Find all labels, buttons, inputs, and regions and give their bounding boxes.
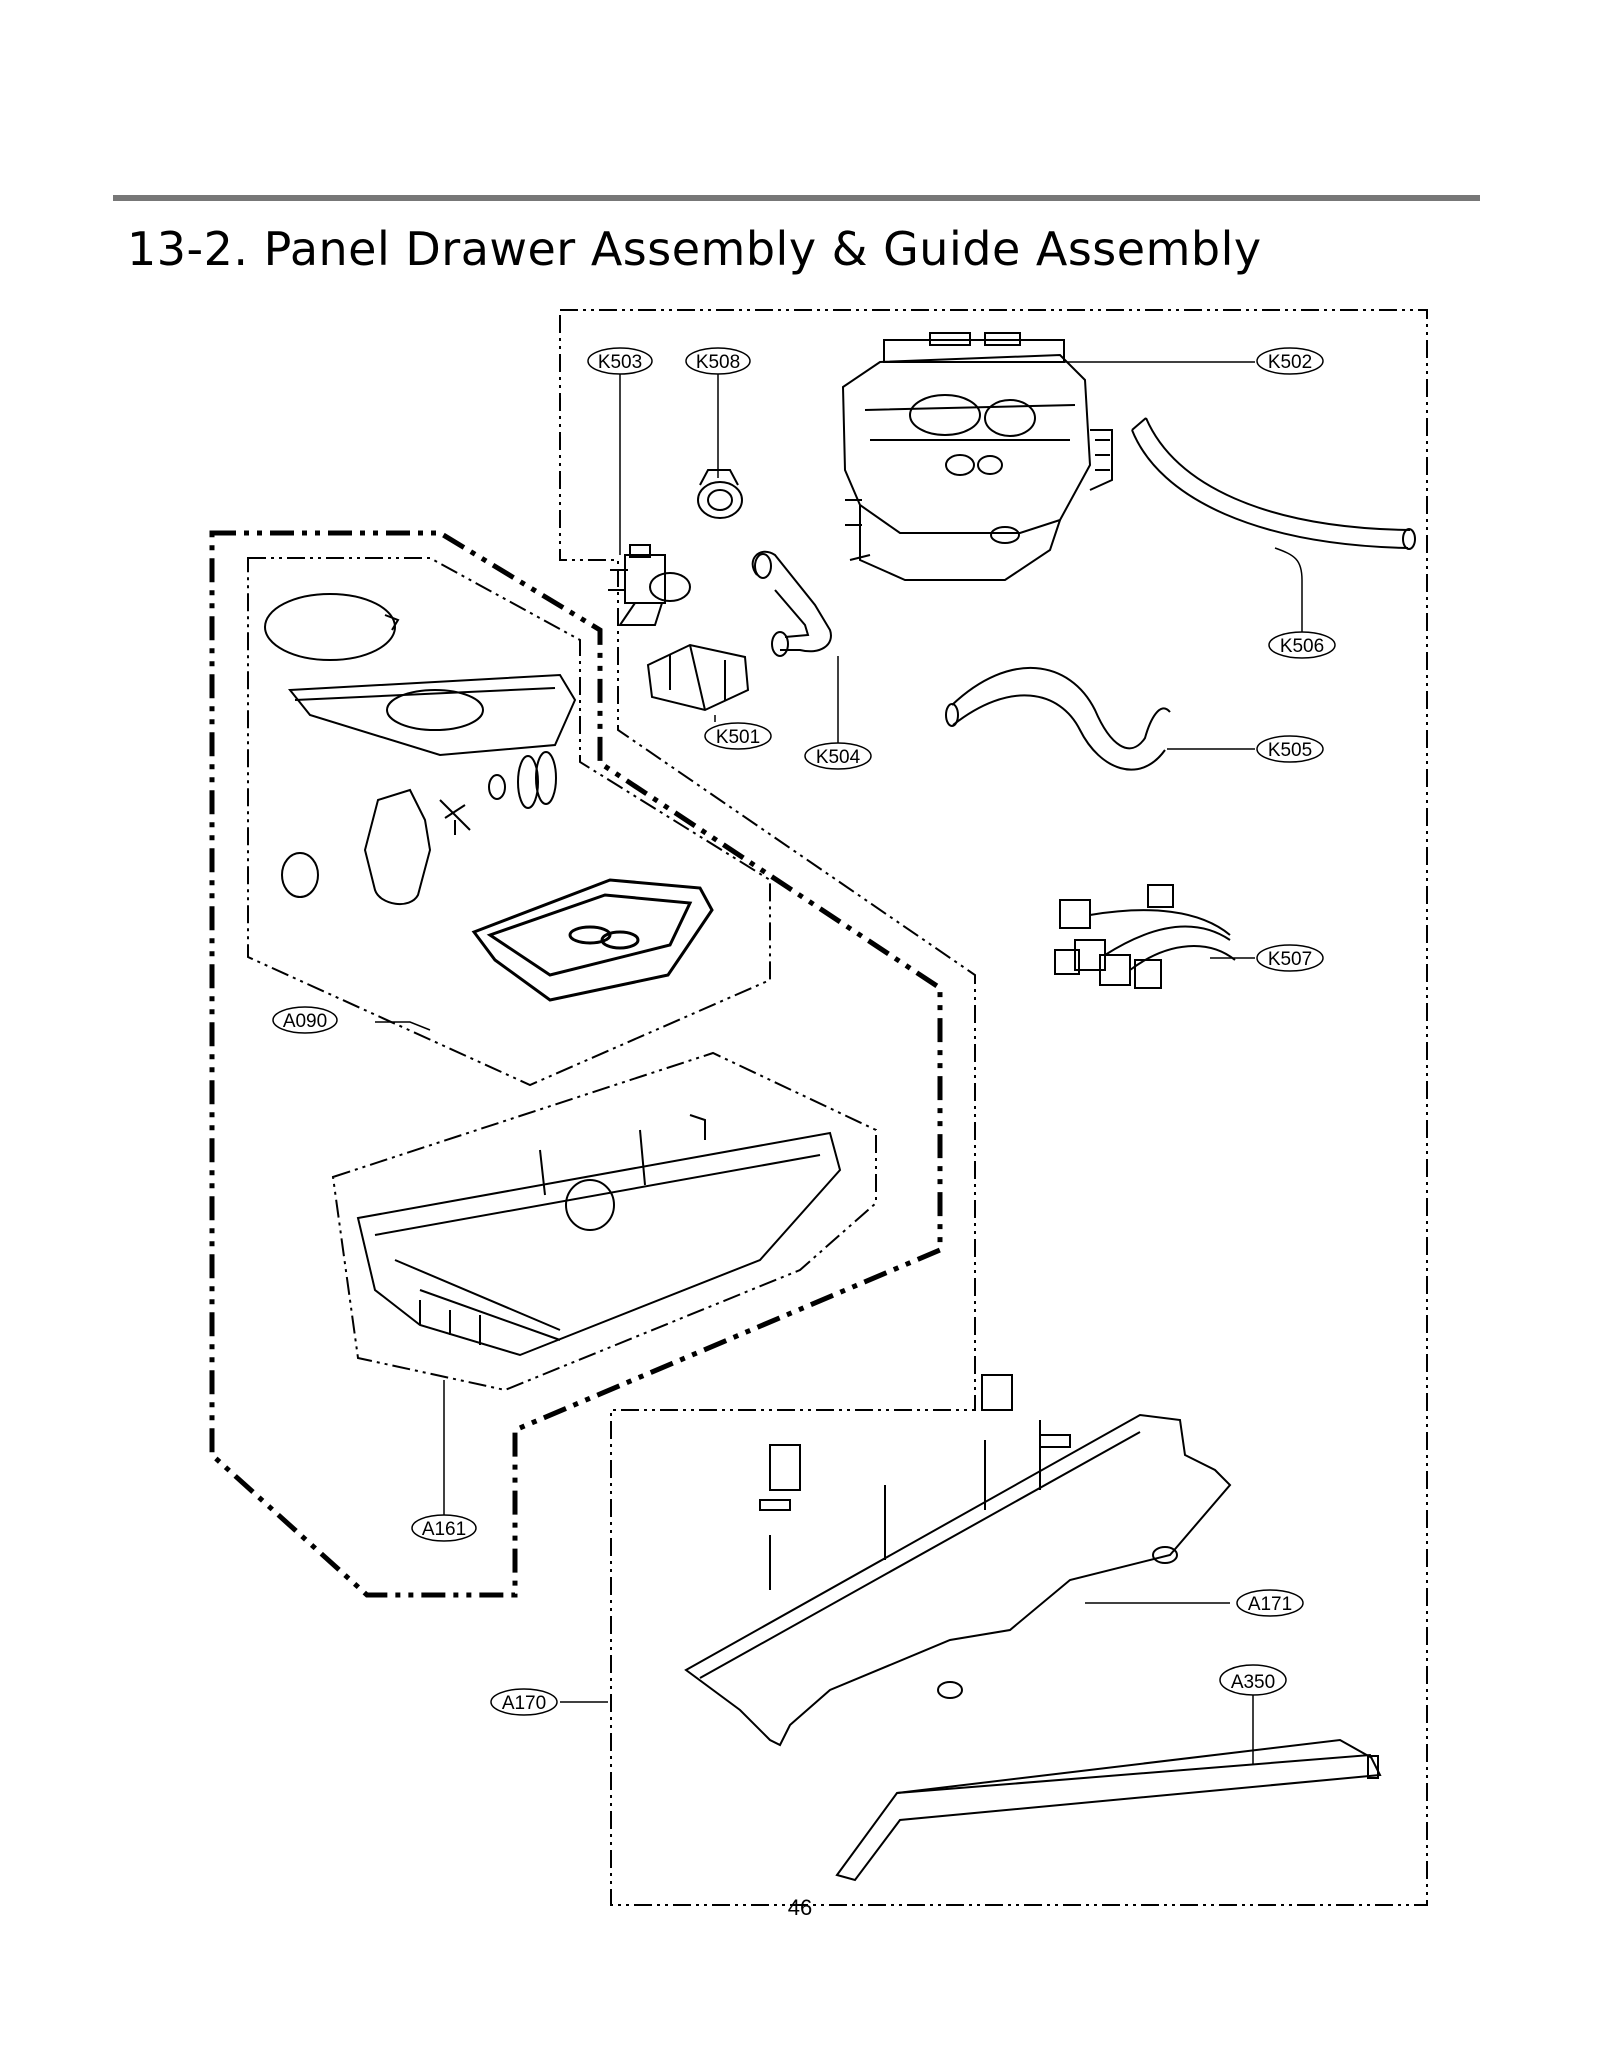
callout-k507: K507 [1256,944,1324,972]
svg-text:A161: A161 [422,1519,466,1540]
k507-wire-harness [1054,884,1236,989]
callout-k504: K504 [804,742,872,770]
svg-text:A350: A350 [1231,1672,1275,1693]
callout-k501: K501 [704,722,772,750]
svg-text:K508: K508 [696,352,740,373]
page-title: 13-2. Panel Drawer Assembly & Guide Asse… [127,222,1262,276]
svg-text:A090: A090 [283,1011,327,1032]
k502-tank [841,332,1113,581]
leader-lines [375,361,1303,1765]
svg-text:K506: K506 [1280,636,1324,657]
callout-k502: K502 [1256,347,1324,375]
svg-text:A171: A171 [1248,1594,1292,1615]
callouts: K503 K508 K502 K506 K501 K504 K505 K507 [272,347,1336,1716]
top-rule [113,195,1480,201]
svg-text:K502: K502 [1268,352,1312,373]
svg-text:K503: K503 [598,352,642,373]
svg-text:K507: K507 [1268,949,1312,970]
boundary-a090 [247,557,771,1087]
callout-a090: A090 [272,1006,338,1034]
callout-a161: A161 [411,1514,477,1542]
callout-a171: A171 [1236,1589,1304,1617]
a090-small-parts [281,751,557,905]
a090-drawer-tray [471,878,714,1002]
callout-a350: A350 [1219,1664,1287,1696]
callout-k503: K503 [587,347,653,375]
k501-connector [646,643,750,712]
page-number: 46 [787,1895,813,1920]
boundary-outer-drawer [209,530,943,1598]
a350-guide-rail [835,1738,1382,1882]
a090-seal-plate [288,673,577,757]
svg-text:K504: K504 [816,747,861,768]
k503-valve [608,544,691,626]
a171-guide-frame [684,1374,1232,1747]
k506-hose [1131,417,1416,550]
k504-elbow [751,550,832,657]
svg-text:K505: K505 [1268,740,1312,761]
a090-cap-cover [264,593,400,661]
a161-drawer-housing [356,1114,842,1357]
boundary-k-group [559,309,1428,1906]
k505-hose [945,666,1171,771]
svg-text:K501: K501 [716,727,760,748]
callout-k508: K508 [685,347,751,375]
callout-a170: A170 [490,1688,558,1716]
svg-text:A170: A170 [502,1693,546,1714]
k508-clamp [697,469,743,519]
callout-k505: K505 [1256,735,1324,763]
boundary-a161 [331,1051,877,1392]
callout-k506: K506 [1268,631,1336,659]
